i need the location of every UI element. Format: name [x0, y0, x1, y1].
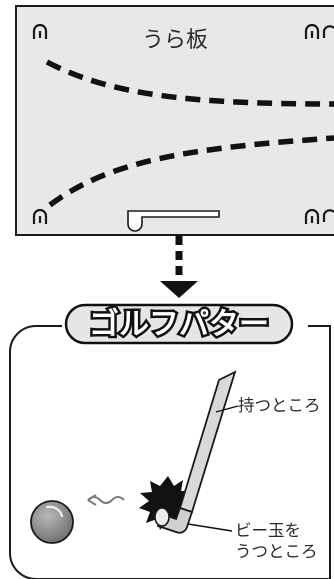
hook-icon	[32, 23, 48, 39]
putter-panel: ゴルフパター 持つところ ビー玉を うつところ	[9, 303, 331, 579]
putter-slot	[127, 210, 220, 232]
back-board: うら板	[15, 5, 334, 236]
hook-icon	[304, 23, 320, 39]
hook-icon	[322, 25, 334, 38]
handle-label: 持つところ	[238, 396, 321, 415]
hook-icon	[304, 208, 320, 224]
hook-icon	[322, 209, 334, 222]
putter-head-face	[154, 507, 170, 527]
rail-line-bottom	[48, 135, 334, 208]
hook-icon	[32, 208, 48, 224]
marble-ball	[30, 500, 74, 544]
leader-line-handle	[215, 405, 239, 413]
hit-label-line2: うつところ	[235, 542, 318, 561]
hit-label-line1: ビー玉を	[235, 521, 301, 540]
leader-line-hit	[187, 523, 233, 532]
motion-wave	[87, 494, 125, 506]
section-badge	[64, 303, 294, 345]
board-panel	[15, 5, 334, 236]
down-arrow	[160, 236, 198, 298]
board-title: うら板	[142, 28, 208, 53]
rail-line-top	[45, 59, 334, 107]
section-title: ゴルフパター	[89, 307, 269, 342]
